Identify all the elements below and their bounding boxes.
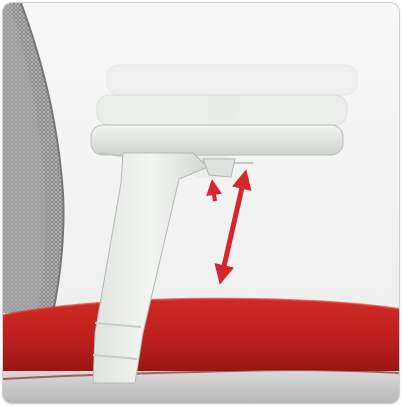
up-down-arrow-icon	[222, 179, 244, 275]
backrest	[3, 3, 64, 313]
small-up-arrow-icon	[213, 187, 215, 201]
seat-cushion	[3, 299, 399, 403]
armrest-illustration	[3, 3, 399, 403]
